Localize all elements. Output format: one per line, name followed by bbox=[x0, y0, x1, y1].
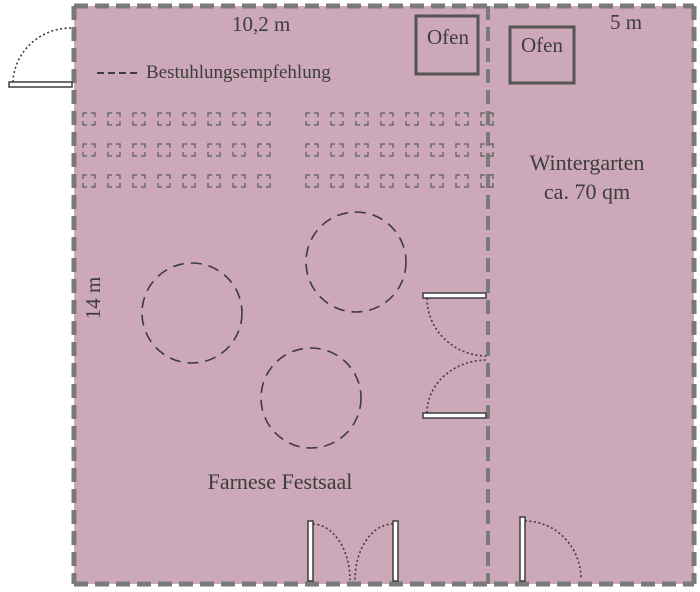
chair bbox=[232, 112, 246, 126]
chair bbox=[207, 174, 221, 188]
chair bbox=[232, 143, 246, 157]
chair bbox=[330, 112, 344, 126]
festsaal-floor bbox=[74, 6, 488, 584]
round-table bbox=[305, 211, 407, 313]
chair bbox=[455, 143, 469, 157]
chair bbox=[82, 143, 96, 157]
chair bbox=[380, 174, 394, 188]
chair bbox=[182, 112, 196, 126]
legend-label: Bestuhlungsempfehlung bbox=[146, 62, 331, 83]
round-tables bbox=[141, 211, 407, 449]
chair bbox=[257, 143, 271, 157]
chair bbox=[380, 112, 394, 126]
chair bbox=[480, 143, 494, 157]
oven-winter-label: Ofen bbox=[521, 33, 563, 57]
wintergarten-floor bbox=[488, 6, 694, 584]
chair bbox=[157, 112, 171, 126]
chair bbox=[305, 112, 319, 126]
chair bbox=[257, 174, 271, 188]
oven-main-label: Ofen bbox=[427, 25, 469, 49]
oven-winter: Ofen bbox=[508, 25, 576, 85]
chair bbox=[455, 112, 469, 126]
chair bbox=[355, 112, 369, 126]
chair bbox=[82, 174, 96, 188]
chair bbox=[330, 174, 344, 188]
round-table bbox=[141, 262, 243, 364]
chair bbox=[455, 174, 469, 188]
door-bottom-winter[interactable] bbox=[519, 516, 582, 582]
door-entrance-left[interactable] bbox=[8, 27, 73, 88]
seating-block-left bbox=[82, 112, 271, 188]
chair bbox=[355, 143, 369, 157]
chair bbox=[405, 112, 419, 126]
chair bbox=[182, 143, 196, 157]
festsaal-name: Farnese Festsaal bbox=[208, 469, 353, 494]
chair bbox=[380, 143, 394, 157]
chair bbox=[132, 112, 146, 126]
chair bbox=[355, 174, 369, 188]
door-bottom-left-b[interactable] bbox=[354, 520, 399, 582]
door-partition-lower[interactable] bbox=[422, 359, 488, 419]
chair bbox=[132, 174, 146, 188]
chair bbox=[430, 112, 444, 126]
chair bbox=[107, 143, 121, 157]
dimension-width-main: 10,2 m bbox=[232, 12, 290, 36]
seating-block-right bbox=[305, 112, 494, 188]
outer-walls bbox=[71, 3, 697, 587]
door-partition-upper[interactable] bbox=[422, 292, 488, 357]
chair bbox=[257, 112, 271, 126]
chair bbox=[480, 112, 494, 126]
chair bbox=[107, 174, 121, 188]
chair bbox=[430, 143, 444, 157]
chair bbox=[157, 143, 171, 157]
chair bbox=[330, 143, 344, 157]
wintergarten-area: ca. 70 qm bbox=[544, 179, 630, 204]
chair bbox=[405, 174, 419, 188]
chair bbox=[82, 112, 96, 126]
chair bbox=[132, 143, 146, 157]
chair bbox=[480, 174, 494, 188]
chair bbox=[207, 112, 221, 126]
chair bbox=[232, 174, 246, 188]
round-table bbox=[260, 347, 362, 449]
chair bbox=[305, 174, 319, 188]
chair bbox=[182, 174, 196, 188]
chair bbox=[305, 143, 319, 157]
dimension-width-winter: 5 m bbox=[610, 10, 642, 34]
chair bbox=[107, 112, 121, 126]
wintergarten-name: Wintergarten bbox=[530, 150, 645, 175]
oven-main: Ofen bbox=[414, 14, 480, 76]
legend: Bestuhlungsempfehlung bbox=[97, 62, 331, 83]
door-bottom-left-a[interactable] bbox=[307, 520, 351, 582]
dimension-height-main: 14 m bbox=[81, 277, 105, 320]
chair bbox=[157, 174, 171, 188]
chair bbox=[207, 143, 221, 157]
chair bbox=[405, 143, 419, 157]
chair bbox=[430, 174, 444, 188]
